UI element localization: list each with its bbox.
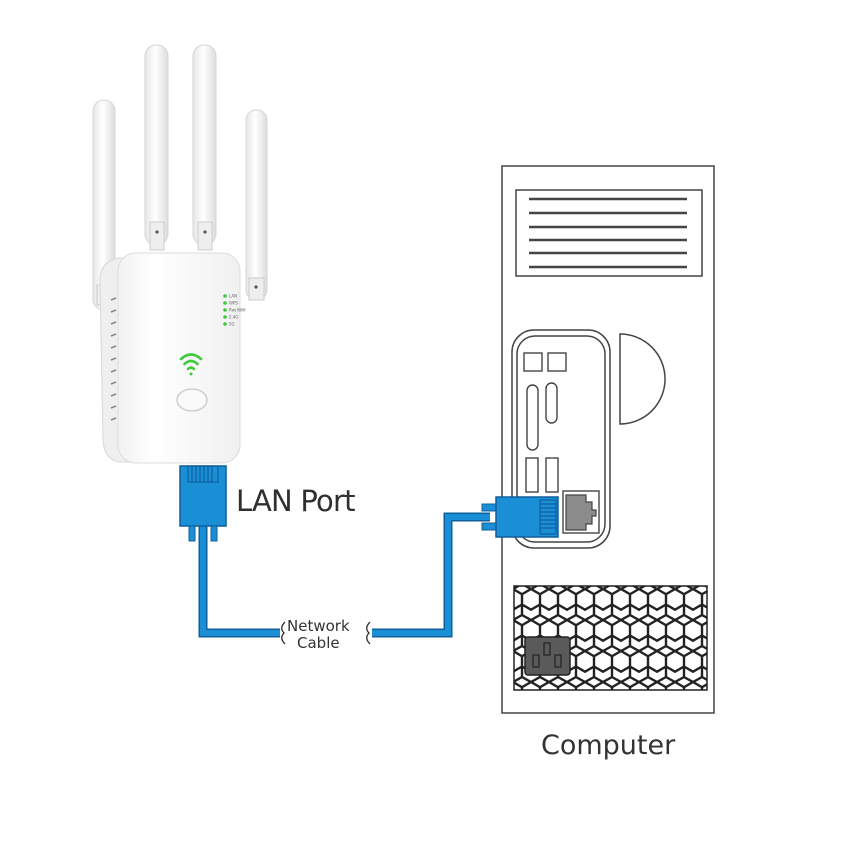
cable-break-right [366,621,371,645]
top-vent [515,189,703,277]
led-label: LAN [229,294,237,299]
wps-button[interactable] [176,388,208,412]
io-port-square [523,352,543,372]
repeater-front [117,252,241,464]
network-cable-label-line2: Cable [297,634,340,652]
wifi-icon [179,353,203,376]
psu-grille [513,585,708,691]
led-indicators: LAN WPS Rwr/Wifi 2.4G 5G [223,294,246,327]
computer-label: Computer [541,730,676,761]
led-label: Rwr/Wifi [229,308,246,313]
led-5g [223,322,227,326]
rj45-plug-repeater [179,465,227,542]
led-power [223,308,227,312]
led-label: WPS [229,301,238,306]
network-cable [198,512,490,645]
antenna-right [245,109,268,301]
io-port-square [547,352,567,372]
led-label: 2.4G [229,315,238,320]
io-slot [526,384,539,451]
wifi-repeater: LAN WPS Rwr/Wifi 2.4G 5G [92,44,268,464]
io-slot [545,382,558,424]
fan-cover [619,333,666,425]
computer-tower [501,165,715,714]
network-cable-label-line1: Network [287,617,350,635]
led-lan [223,294,227,298]
rj45-plug-computer [481,496,559,538]
led-24g [223,315,227,319]
antenna-mid-right [192,44,217,251]
antenna-mid-left [144,44,169,251]
usb-port [525,457,539,493]
led-label: 5G [229,322,235,327]
lan-port-label: LAN Port [236,484,355,518]
usb-port [545,457,559,493]
led-wps [223,301,227,305]
power-socket [524,636,571,676]
ethernet-port [562,490,600,534]
network-cable-label: Network Cable [287,618,350,652]
cable-break-left [281,621,286,645]
io-panel [511,329,611,549]
